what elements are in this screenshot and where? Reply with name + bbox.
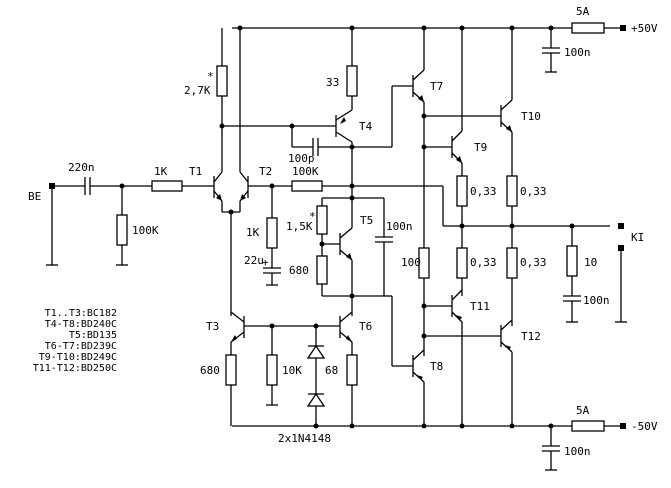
transistor-t4	[335, 28, 358, 186]
r-0r33-c-label: 0,33	[470, 256, 497, 269]
r-680-t3-label: 680	[200, 364, 220, 377]
resistor-0r33-a	[456, 175, 468, 207]
r-2k7-label: 2,7K	[184, 84, 211, 97]
r-fb-label: 100K	[292, 165, 319, 178]
bom-line: T1..T3:BC182	[45, 308, 117, 319]
t12-label: T12	[521, 330, 541, 343]
c-in-label: 220n	[68, 161, 95, 174]
rail-cap-negative	[542, 426, 560, 471]
resistor-33	[346, 65, 358, 97]
r-0r33-b-label: 0,33	[520, 185, 547, 198]
zobel-network	[563, 226, 581, 323]
resistor-0r33-d	[506, 247, 518, 279]
input-network	[46, 177, 214, 266]
positive-voltage-label: +50V	[631, 22, 658, 35]
bom-line: T5:BD135	[69, 330, 117, 341]
vbe-multiplier-t5	[316, 186, 393, 316]
transistor-t3	[225, 311, 245, 426]
resistor-100k-feedback	[269, 180, 610, 227]
r-0r33-d-label: 0,33	[520, 256, 547, 269]
transistor-t2	[239, 28, 292, 212]
r-1k5-star: *	[309, 210, 316, 223]
positive-rail	[232, 22, 626, 34]
bom-line: T6-T7:BD239C	[45, 341, 117, 352]
t10-label: T10	[521, 110, 541, 123]
transistor-t6	[339, 311, 358, 426]
t7-label: T7	[430, 80, 443, 93]
fuse-positive	[571, 22, 605, 34]
rail-cap-positive-label: 100n	[564, 46, 591, 59]
negative-voltage-label: -50V	[631, 420, 658, 433]
r-33-label: 33	[326, 76, 339, 89]
c-100n-zobel-label: 100n	[583, 294, 610, 307]
r-in-series-label: 1K	[154, 165, 168, 178]
bom-line: T9-T10:BD249C	[39, 352, 117, 363]
negative-rail	[232, 420, 626, 432]
r-in-shunt-label: 100K	[132, 224, 159, 237]
fuse-negative-label: 5A	[576, 404, 590, 417]
r-1k-label: 1K	[246, 226, 260, 239]
r-2k7-star: *	[207, 70, 214, 83]
resistor-1k-input	[151, 180, 183, 192]
transistor-t11	[451, 289, 463, 426]
resistor-680-t3	[225, 354, 237, 386]
t4-label: T4	[359, 120, 373, 133]
transistor-t9	[451, 28, 468, 248]
r-0r33-a-label: 0,33	[470, 185, 497, 198]
resistor-0r33-c	[456, 247, 468, 279]
fuse-positive-label: 5A	[576, 5, 590, 18]
rail-cap-negative-label: 100n	[564, 445, 591, 458]
terminal-positive	[620, 25, 626, 31]
input-label: BE	[28, 190, 41, 203]
t1-label: T1	[189, 165, 202, 178]
rail-cap-positive	[542, 28, 560, 73]
t6-label: T6	[359, 320, 372, 333]
fuse-negative	[571, 420, 605, 432]
transistor-t1	[213, 128, 223, 212]
t9-label: T9	[474, 141, 487, 154]
diodes-label: 2x1N4148	[278, 432, 331, 445]
output-terminal	[618, 223, 624, 229]
c-22u-label: 22u	[244, 254, 264, 267]
bom-line: T11-T12:BD250C	[33, 363, 117, 374]
transistor-t10	[500, 28, 518, 248]
output-label: KI	[631, 231, 644, 244]
capacitor-100p	[289, 123, 392, 156]
t11-label: T11	[470, 300, 490, 313]
parts-list: T1..T3:BC182 T4-T8:BD240C T5:BD135 T6-T7…	[33, 308, 117, 374]
r-680-fb-label: 680	[289, 264, 309, 277]
t5-label: T5	[360, 214, 373, 227]
output-terminal-ground	[618, 245, 624, 251]
r-100-driver-label: 100	[401, 256, 421, 269]
resistor-2k7	[216, 28, 228, 129]
transistor-t7	[412, 28, 425, 248]
r-10k-label: 10K	[282, 364, 302, 377]
transistor-t12	[500, 319, 513, 426]
t3-label: T3	[206, 320, 219, 333]
resistor-1k5	[316, 205, 328, 235]
r-1k5-label: 1,5K	[286, 220, 313, 233]
t2-label: T2	[259, 165, 272, 178]
resistor-100k-input	[116, 214, 128, 246]
resistor-68	[346, 354, 358, 386]
resistor-1k	[266, 217, 278, 249]
c-100p-label: 100p	[288, 152, 315, 165]
feedback-shunt	[263, 186, 281, 286]
r-10-zobel-label: 10	[584, 256, 597, 269]
resistor-100-driver	[418, 247, 430, 356]
r-68-label: 68	[325, 364, 338, 377]
diodes-2x1n4148	[306, 326, 326, 426]
t8-label: T8	[430, 360, 443, 373]
terminal-negative	[620, 423, 626, 429]
transistor-t8	[412, 349, 425, 426]
c-22u-plus: +	[262, 256, 269, 269]
resistor-0r33-b	[506, 175, 518, 207]
c-100n-t5-label: 100n	[386, 220, 413, 233]
resistor-10k	[266, 326, 278, 406]
resistor-680	[316, 255, 328, 285]
bom-line: T4-T8:BD240C	[45, 319, 117, 330]
